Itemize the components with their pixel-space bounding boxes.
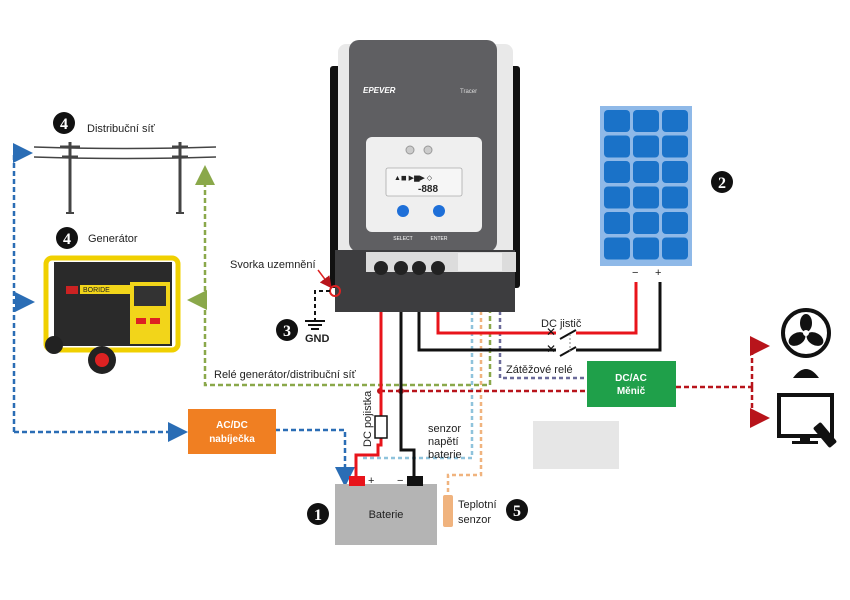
solar-cell (604, 237, 630, 260)
solar-cell (662, 135, 688, 158)
solar-cell (604, 161, 630, 183)
charger-box (188, 409, 276, 454)
svg-text:2: 2 (718, 175, 726, 192)
solar-cell (604, 212, 630, 234)
voltage-sensor-label-3: baterie (428, 449, 462, 461)
badge-4-generator: 4 (56, 227, 78, 249)
solar-cell (662, 161, 688, 183)
inverter-label-1: DC/AC (615, 373, 647, 384)
svg-text:4: 4 (60, 116, 68, 133)
select-label: SELECT (393, 236, 412, 242)
controller-model: Tracer (460, 89, 477, 95)
inverter-box (587, 361, 676, 407)
badge-5: 5 (506, 499, 528, 521)
voltage-sensor-label-1: senzor (428, 423, 461, 435)
temp-sense-line (446, 290, 483, 495)
grid-label: Distribuční síť (87, 123, 156, 135)
panel-negative-wire (576, 282, 638, 335)
solar-cell (633, 186, 659, 209)
panel-plus-label: + (655, 267, 661, 279)
svg-text:✕: ✕ (546, 342, 556, 356)
placeholder-box (533, 421, 619, 469)
load-relay-label: Zátěžové relé (506, 364, 573, 376)
charger-label-2: nabíječka (209, 434, 255, 445)
svg-text:✕: ✕ (546, 325, 556, 339)
ac-output-line (380, 336, 770, 428)
badge-3: 3 (276, 319, 298, 341)
voltage-sensor-label-2: napětí (428, 436, 459, 448)
battery-negative-wire (399, 268, 416, 478)
solar-cell (633, 161, 659, 183)
solar-cell (662, 186, 688, 209)
badge-1: 1 (307, 503, 329, 525)
solar-cell (604, 110, 630, 132)
generator-image: BORIDE (43, 255, 181, 374)
enter-button[interactable] (433, 205, 445, 217)
battery-negative-terminal (407, 476, 423, 486)
svg-text:5: 5 (513, 503, 521, 520)
ground-terminal-label: Svorka uzemnění (230, 259, 316, 271)
solar-cell (662, 237, 688, 260)
solar-panel (600, 106, 692, 266)
panel-minus-label: − (632, 267, 638, 279)
svg-text:▲◼ ▶▆▶ ◇: ▲◼ ▶▆▶ ◇ (394, 175, 433, 182)
solar-cell (633, 135, 659, 158)
battery-label: Baterie (369, 509, 404, 521)
charger-label-1: AC/DC (216, 420, 248, 431)
badge-4-grid: 4 (53, 112, 75, 134)
solar-cell (604, 135, 630, 158)
ground-wire (314, 290, 330, 320)
load-relay-line (498, 290, 588, 380)
solar-cell (662, 212, 688, 234)
battery-box (335, 484, 437, 545)
svg-text:4: 4 (63, 231, 71, 248)
solar-cell (633, 212, 659, 234)
controller-brand: EPEVER (363, 86, 396, 95)
panel-positive-wire (576, 282, 662, 352)
enter-label: ENTER (431, 236, 448, 242)
gnd-label: GND (305, 333, 330, 345)
solar-cell (633, 110, 659, 132)
badge-2: 2 (711, 171, 733, 193)
solar-cell (604, 186, 630, 209)
svg-text:3: 3 (283, 323, 291, 340)
lcd-readout: -888 (418, 184, 438, 195)
dc-breaker-label: DC jistič (541, 318, 582, 330)
ground-icon (305, 320, 325, 330)
battery-plus-label: + (368, 475, 374, 487)
dc-fuse (374, 415, 388, 439)
generator-label: Generátor (88, 233, 138, 245)
solar-cell (633, 237, 659, 260)
select-button[interactable] (397, 205, 409, 217)
charger-link-line (12, 143, 355, 487)
solar-cell (662, 110, 688, 132)
tv-icon (777, 393, 837, 448)
battery-positive-terminal (349, 476, 365, 486)
charge-controller: ▲◼ ▶▆▶ ◇ -888 (329, 40, 520, 312)
relay-link-line (187, 165, 492, 387)
svg-text:1: 1 (314, 507, 322, 524)
inverter-label-2: Měnič (617, 386, 646, 397)
fan-icon (781, 308, 831, 378)
battery-minus-label: − (397, 475, 403, 487)
voltage-sense-line (360, 290, 474, 460)
generator-brand: BORIDE (83, 287, 110, 294)
grid-power-lines (33, 142, 217, 214)
relay-gen-grid-label: Relé generátor/distribuční síť (214, 369, 357, 381)
dc-breaker: ✕ ✕ (546, 325, 577, 357)
temp-sensor (443, 495, 453, 527)
dc-fuse-label: DC pojistka (362, 390, 374, 447)
temp-sensor-label-2: senzor (458, 514, 491, 526)
temp-sensor-label-1: Teplotní (458, 499, 497, 511)
